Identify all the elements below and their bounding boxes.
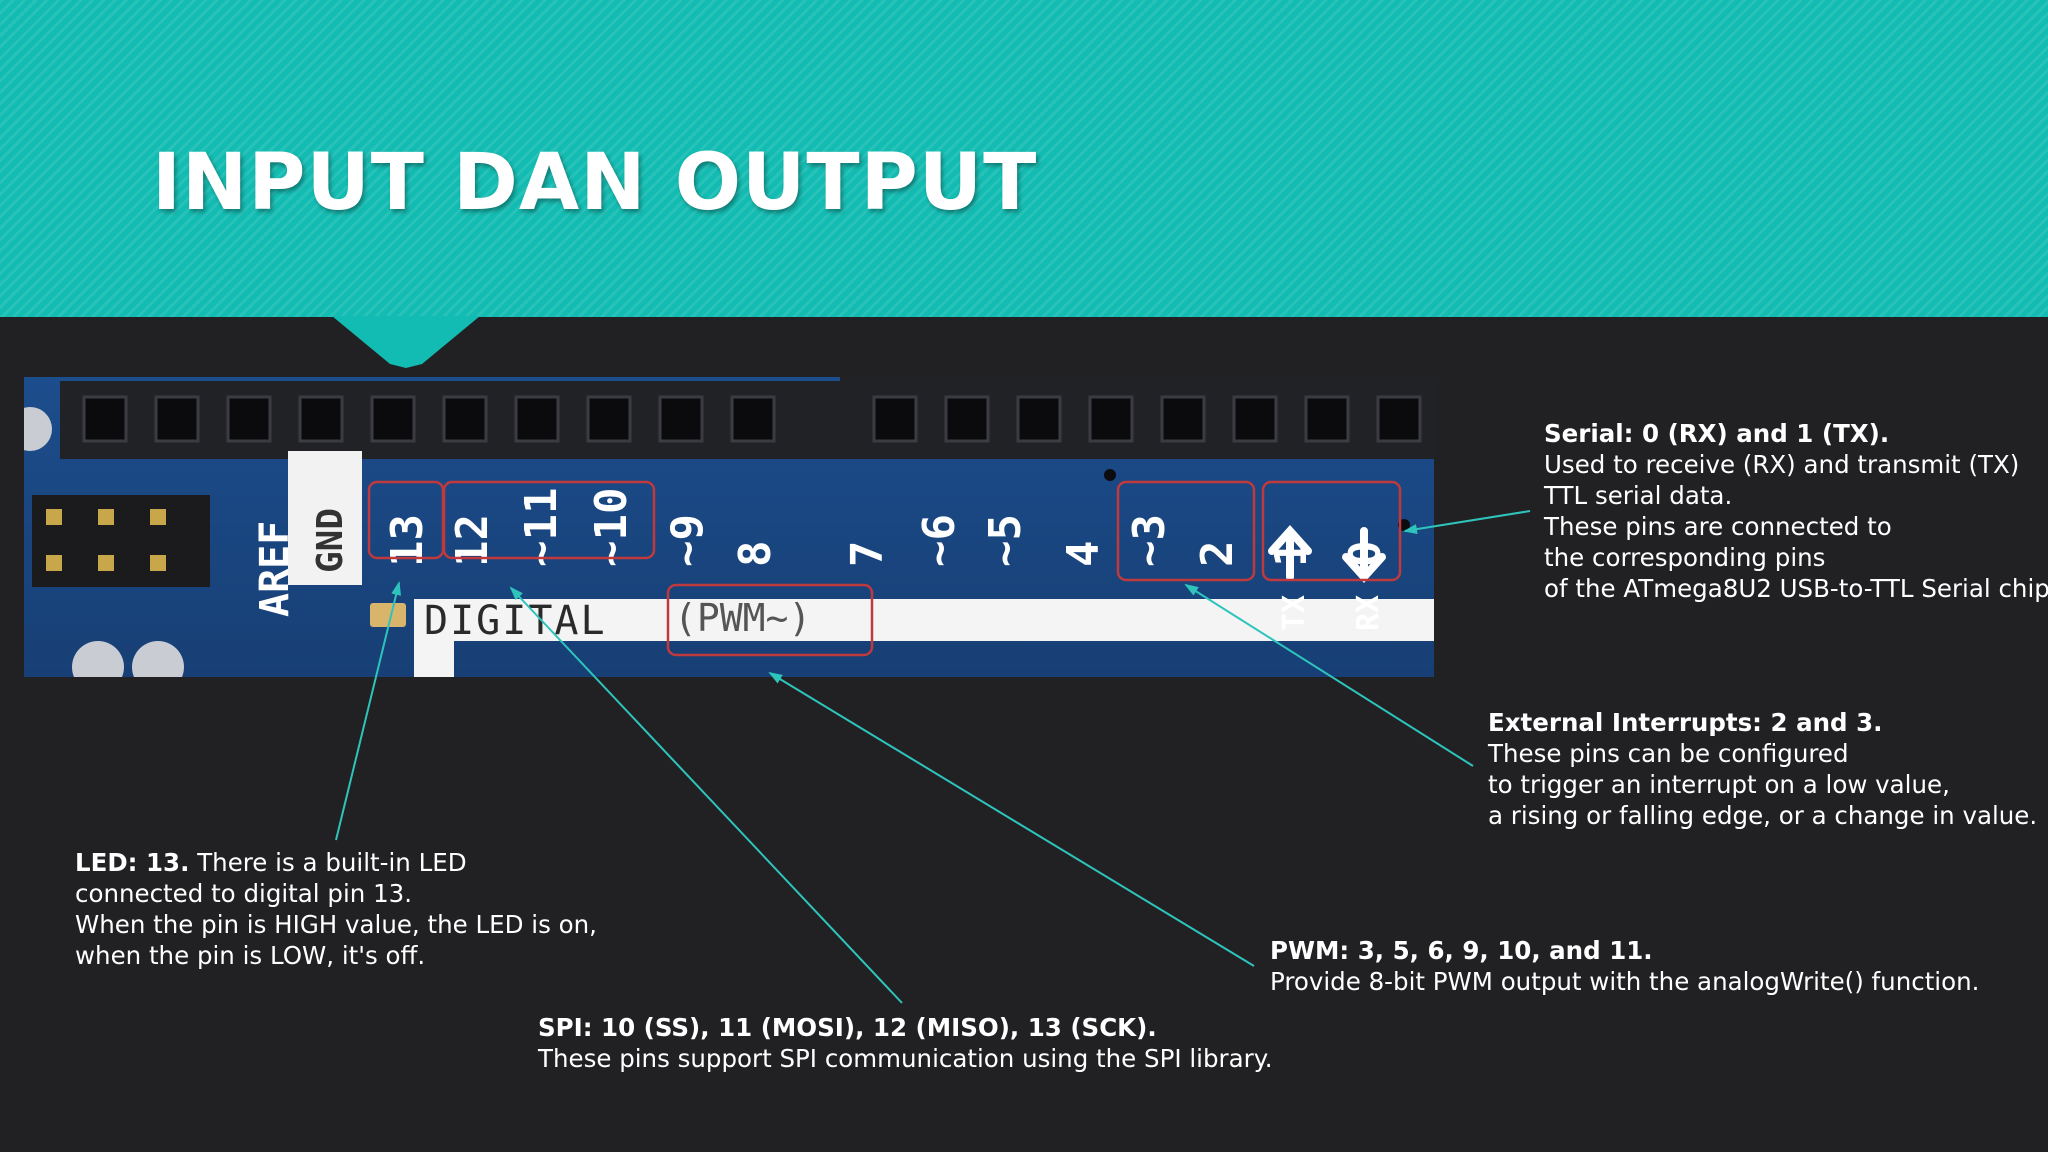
icsp-pin — [98, 555, 114, 571]
pin-socket — [872, 395, 918, 443]
callout-line: When the pin is HIGH value, the LED is o… — [75, 910, 597, 939]
callout-heading: Serial: 0 (RX) and 1 (TX). — [1544, 419, 1890, 448]
pin-socket — [514, 395, 560, 443]
rx-arrow-icon — [1342, 527, 1386, 583]
gnd-label: GND — [310, 508, 351, 573]
digital-label: DIGITAL — [424, 598, 607, 644]
capacitor — [72, 641, 124, 677]
callout-first-line: LED: 13. There is a built-in LED — [75, 847, 597, 878]
pin-socket — [1016, 395, 1062, 443]
pin-socket — [1232, 395, 1278, 443]
icsp-pin — [46, 509, 62, 525]
pin-label: 7 — [842, 541, 893, 568]
via-hole — [1104, 469, 1116, 481]
aref-label: AREF — [252, 521, 298, 617]
rx-label: RX — [1351, 595, 1386, 631]
tx-arrow-icon — [1268, 525, 1312, 581]
icsp-pin — [98, 509, 114, 525]
icsp-pin — [46, 555, 62, 571]
callout-line: These pins are connected to — [1544, 512, 1892, 541]
led-component — [370, 603, 406, 627]
pin-label: 4 — [1058, 541, 1109, 568]
pin-label: ~3 — [1124, 514, 1175, 567]
slide-title: INPUT DAN OUTPUT — [152, 138, 1038, 228]
pin-label: ~9 — [662, 514, 713, 567]
callout-spi: SPI: 10 (SS), 11 (MOSI), 12 (MISO), 13 (… — [538, 1012, 1273, 1074]
highlight-box-pins-1-0 — [1261, 480, 1402, 582]
pin-socket — [1160, 395, 1206, 443]
pin-socket — [1088, 395, 1134, 443]
callout-heading: SPI: 10 (SS), 11 (MOSI), 12 (MISO), 13 (… — [538, 1013, 1157, 1042]
callout-heading: LED: 13. — [75, 848, 190, 877]
callout-line: TTL serial data. — [1544, 481, 1733, 510]
callout-interrupts: External Interrupts: 2 and 3. These pins… — [1488, 707, 2037, 831]
gnd-label-strip — [288, 451, 362, 585]
pin-label: 2 — [1192, 541, 1243, 568]
leader-line-interrupts — [1184, 583, 1474, 767]
callout-line: when the pin is LOW, it's off. — [75, 941, 426, 970]
leader-line-led — [335, 581, 401, 841]
callout-line: Used to receive (RX) and transmit (TX) — [1544, 450, 2020, 479]
pin-label: ~6 — [914, 514, 965, 567]
mounting-hole — [24, 407, 52, 451]
callout-line: to trigger an interrupt on a low value, — [1488, 770, 1950, 799]
pin-socket — [370, 395, 416, 443]
icsp-pins — [46, 509, 166, 571]
pin-label: 8 — [730, 541, 781, 568]
pin-socket — [944, 395, 990, 443]
callout-line: Provide 8-bit PWM output with the analog… — [1270, 967, 1980, 996]
pin-socket — [226, 395, 272, 443]
header-banner: INPUT DAN OUTPUT — [0, 0, 2048, 317]
callout-line: connected to digital pin 13. — [75, 879, 413, 908]
callout-line: There is a built-in LED — [189, 848, 467, 877]
callout-serial: Serial: 0 (RX) and 1 (TX). Used to recei… — [1544, 418, 2048, 604]
pwm-label: (PWM~) — [674, 596, 811, 640]
pin-socket — [586, 395, 632, 443]
callout-heading: PWM: 3, 5, 6, 9, 10, and 11. — [1270, 936, 1653, 965]
leader-line-pwm — [768, 671, 1255, 967]
leader-line-spi — [509, 586, 903, 1004]
icsp-pin — [150, 509, 166, 525]
highlight-box-pwm — [666, 583, 874, 657]
pin-sockets — [82, 395, 1422, 443]
callout-pwm: PWM: 3, 5, 6, 9, 10, and 11. Provide 8-b… — [1270, 935, 1979, 997]
callout-led: LED: 13. There is a built-in LED connect… — [75, 847, 597, 971]
digital-label-strip-edge — [414, 641, 454, 677]
callout-line: of the ATmega8U2 USB-to-TTL Serial chip. — [1544, 574, 2048, 603]
pin-socket — [298, 395, 344, 443]
pin-socket — [658, 395, 704, 443]
icsp-pin — [150, 555, 166, 571]
pin-socket — [154, 395, 200, 443]
callout-line: These pins can be configured — [1488, 739, 1849, 768]
tx-label: TX — [1277, 595, 1312, 631]
pin-label: ~11 — [516, 488, 567, 567]
pin-socket — [1376, 395, 1422, 443]
callout-line: the corresponding pins — [1544, 543, 1826, 572]
callout-line: a rising or falling edge, or a change in… — [1488, 801, 2038, 830]
capacitor — [132, 641, 184, 677]
header-notch — [332, 316, 480, 368]
highlight-box-pins-12-10 — [442, 480, 656, 560]
pin-socket — [82, 395, 128, 443]
pin-socket — [1304, 395, 1350, 443]
callout-line: These pins support SPI communication usi… — [538, 1044, 1273, 1073]
pin-label: ~5 — [980, 514, 1031, 567]
leader-line-serial — [1403, 510, 1531, 535]
highlight-box-pins-3-2 — [1116, 480, 1256, 582]
callout-heading: External Interrupts: 2 and 3. — [1488, 708, 1883, 737]
pin-label: ~10 — [586, 488, 637, 567]
pin-socket — [442, 395, 488, 443]
pin-socket — [730, 395, 776, 443]
